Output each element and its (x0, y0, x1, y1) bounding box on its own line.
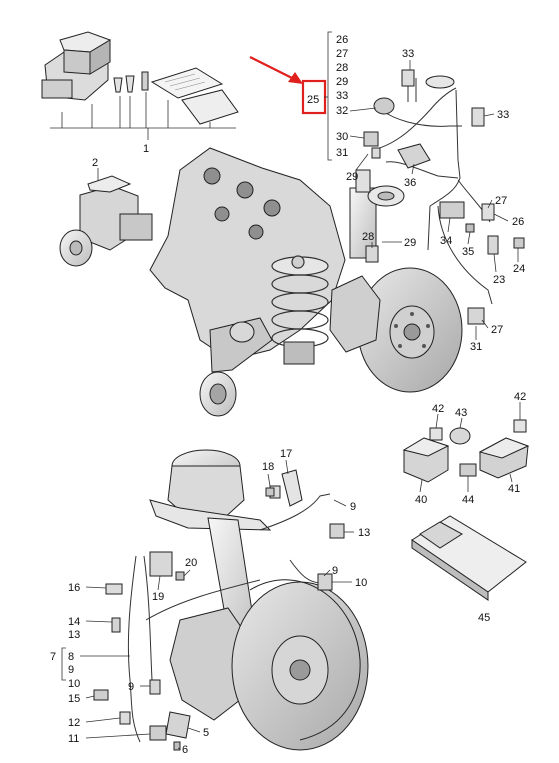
label-32: 32 (336, 105, 348, 117)
label-18: 18 (262, 461, 274, 473)
label-16: 16 (68, 582, 80, 594)
label-9-a: 9 (350, 501, 356, 513)
label-36: 36 (404, 177, 416, 189)
label-12: 12 (68, 717, 80, 729)
label-28-lower: 28 (362, 231, 374, 243)
rear-axle-assembly (149, 147, 463, 417)
label-44: 44 (462, 494, 474, 506)
label-42-left: 42 (432, 403, 444, 415)
label-31-lower: 31 (470, 341, 482, 353)
front-brake-disc (231, 581, 369, 751)
label-26-list: 26 (336, 34, 348, 46)
label-1: 1 (143, 143, 149, 155)
label-34: 34 (440, 235, 452, 247)
label-10: 10 (355, 577, 367, 589)
front-suspension-assembly (93, 449, 369, 751)
label-28-list: 28 (336, 62, 348, 74)
label-10-left: 10 (68, 678, 80, 690)
label-33-list: 33 (336, 90, 348, 102)
label-42-right: 42 (514, 391, 526, 403)
plug-parts (113, 71, 149, 93)
label-33-right: 33 (497, 109, 509, 121)
label-24: 24 (513, 263, 525, 275)
coil-spring (271, 255, 329, 348)
trailing-arm (199, 317, 315, 417)
label-9-d: 9 (128, 681, 134, 693)
control-units-group (402, 419, 530, 601)
rear-sensor-parts (363, 69, 525, 325)
label-8: 8 (68, 651, 74, 663)
label-5: 5 (203, 727, 209, 739)
label-27-right: 27 (495, 195, 507, 207)
label-30: 30 (336, 131, 348, 143)
hydraulic-unit (59, 168, 153, 267)
label-45: 45 (478, 612, 490, 624)
front-wiring (127, 493, 331, 743)
label-15: 15 (68, 693, 80, 705)
label-7: 7 (50, 651, 56, 663)
subframe-holes (203, 167, 281, 240)
label-14: 14 (68, 616, 80, 628)
label-23: 23 (493, 274, 505, 286)
brake-caliper-rear (329, 275, 381, 353)
brake-disc-rear (357, 267, 463, 393)
label-29-upper: 29 (346, 171, 358, 183)
label-35: 35 (462, 246, 474, 258)
label-13-right: 13 (358, 527, 370, 539)
label-13-left: 13 (68, 629, 80, 641)
label-40: 40 (415, 494, 427, 506)
label-6: 6 (182, 744, 188, 756)
shock-absorber (349, 169, 405, 259)
front-sensor-parts (93, 469, 345, 751)
abs-control-unit-kit (41, 31, 239, 140)
label-29-lower: 29 (404, 237, 416, 249)
label-41: 41 (508, 483, 520, 495)
label-9-c: 9 (68, 664, 74, 676)
label-20: 20 (185, 557, 197, 569)
label-11: 11 (68, 733, 79, 745)
label-9-b: 9 (332, 565, 338, 577)
label-25: 25 (307, 94, 319, 106)
label-33-top: 33 (402, 48, 414, 60)
label-31-list: 31 (336, 147, 348, 159)
label-2: 2 (92, 157, 98, 169)
brake-shield (249, 579, 361, 741)
instruction-sheets (150, 67, 239, 125)
label-26-right: 26 (512, 216, 524, 228)
label-43: 43 (455, 407, 467, 419)
front-knuckle (169, 607, 251, 721)
label-27-lower: 27 (491, 324, 503, 336)
label-27-list: 27 (336, 48, 348, 60)
label-29-list: 29 (336, 76, 348, 88)
label-19: 19 (152, 591, 164, 603)
label-17: 17 (280, 448, 292, 460)
